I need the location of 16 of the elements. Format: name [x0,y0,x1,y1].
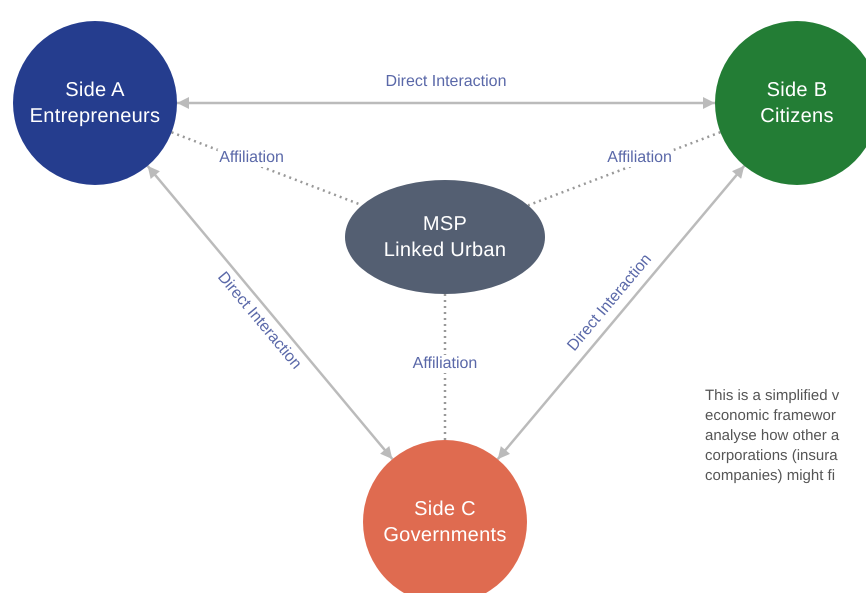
arrow [177,97,715,109]
side-label: Citizens [760,104,834,129]
side-label: Side B [766,78,828,103]
platform-label: Linked Urban [384,238,506,263]
dotted-connector [444,294,446,440]
side-label: Side A [65,78,125,103]
note-text: This is a simplified v economic framewor analyse how other a corporations (insura companies) might fi [705,386,840,486]
arrow [146,165,394,460]
side-label: Side C [414,497,476,522]
arrow [496,165,746,460]
side-label: Governments [383,523,507,548]
edge-label: Affiliation [410,355,480,374]
platform-label: MSP [422,212,468,237]
edge-label: Affiliation [217,148,286,167]
side-label: Entrepreneurs [30,104,160,129]
edge-label: Affiliation [605,148,674,167]
